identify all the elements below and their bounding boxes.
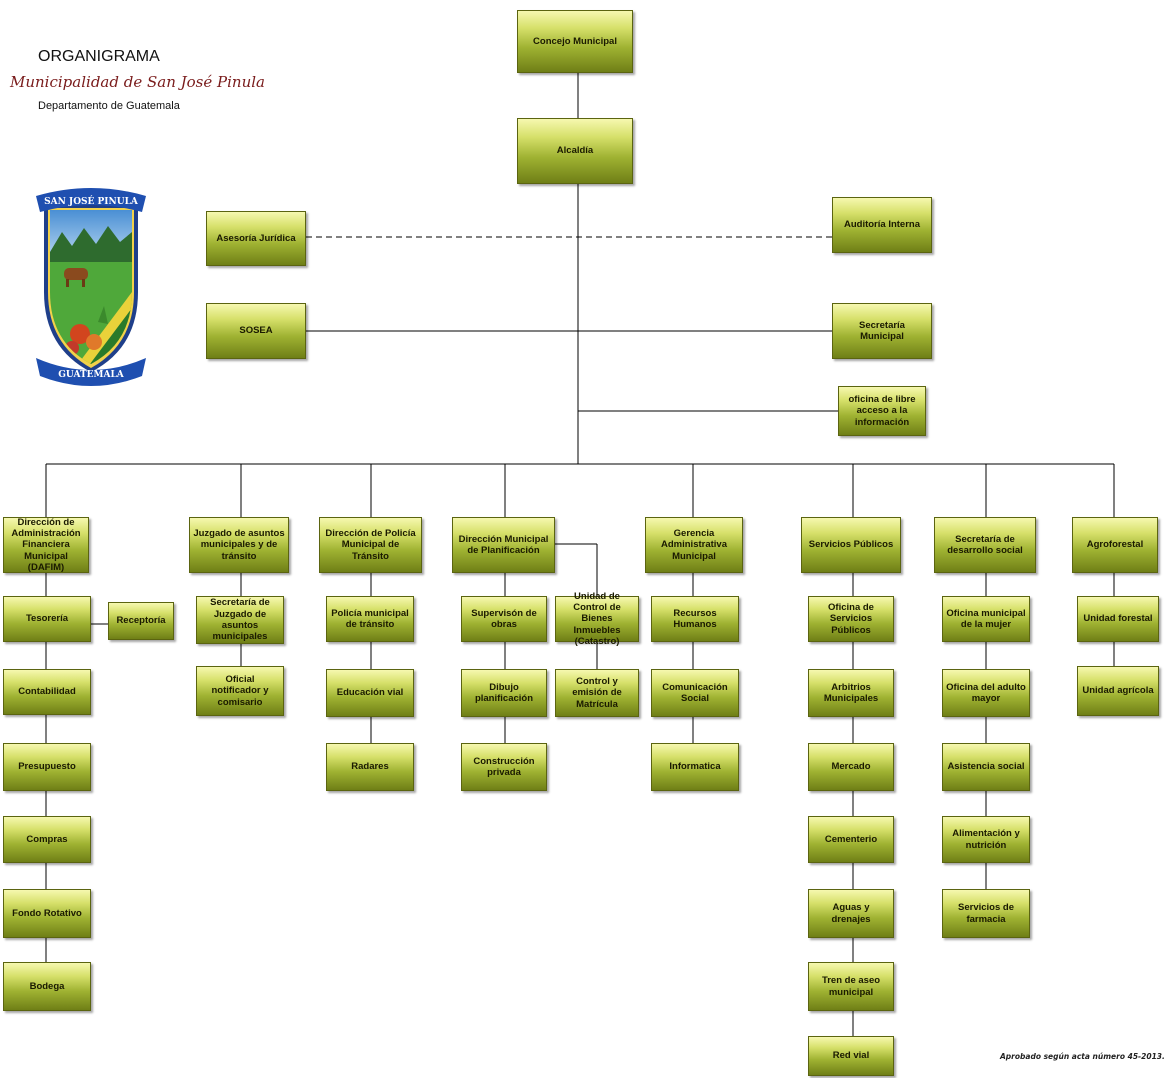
node-juzgado: Juzgado de asuntos municipales y de trán… [189,517,289,573]
node-adulto-mayor: Oficina del adulto mayor [942,669,1030,717]
node-fondo-rotativo: Fondo Rotativo [3,889,91,938]
node-asistencia-social: Asistencia social [942,743,1030,791]
node-dafim: Dirección de Administración Financiera M… [3,517,89,573]
node-mercado: Mercado [808,743,894,791]
node-concejo-municipal: Concejo Municipal [517,10,633,73]
node-catastro: Unidad de Control de Bienes Inmuebles (C… [555,591,639,647]
node-servicios-farmacia: Servicios de farmacia [942,889,1030,938]
node-presupuesto: Presupuesto [3,743,91,791]
node-servicios-publicos: Servicios Públicos [801,517,901,573]
approval-note: Aprobado según acta número 45-2013. [1000,1052,1165,1061]
node-asesoria-juridica: Asesoría Jurídica [206,211,306,266]
node-oficina-mujer: Oficina municipal de la mujer [942,596,1030,642]
node-supervision-obras: Supervisón de obras [461,596,547,642]
node-tren-aseo: Tren de aseo municipal [808,962,894,1011]
node-alimentacion-nutricion: Alimentación y nutrición [942,816,1030,863]
node-libre-acceso-informacion: oficina de libre acceso a la información [838,386,926,436]
node-agroforestal: Agroforestal [1072,517,1158,573]
node-compras: Compras [3,816,91,863]
node-unidad-agricola: Unidad agrícola [1077,666,1159,716]
node-direccion-planificacion: Dirección Municipal de Planificación [452,517,555,573]
node-sosea: SOSEA [206,303,306,359]
node-comunicacion-social: Comunicación Social [651,669,739,717]
node-aguas-drenajes: Aguas y drenajes [808,889,894,938]
municipal-crest-icon: SAN JOSÉ PINULA GUATEMALA [36,188,146,386]
node-dibujo-planificacion: Dibujo planificación [461,669,547,717]
crest-bottom-text: GUATEMALA [58,370,125,380]
node-tesoreria: Tesorería [3,596,91,642]
node-bodega: Bodega [3,962,91,1011]
node-auditoria-interna: Auditoría Interna [832,197,932,253]
node-oficina-servicios: Oficina de Servicios Públicos [808,596,894,642]
node-cementerio: Cementerio [808,816,894,863]
node-policia-municipal: Policía municipal de tránsito [326,596,414,642]
node-gerencia-administrativa: Gerencia Administrativa Municipal [645,517,743,573]
node-secretaria-juzgado: Secretaría de Juzgado de asuntos municip… [196,596,284,644]
node-direccion-policia: Dirección de Policía Municipal de Tránsi… [319,517,422,573]
node-radares: Radares [326,743,414,791]
node-receptoria: Receptoría [108,602,174,640]
node-recursos-humanos: Recursos Humanos [651,596,739,642]
node-arbitrios: Arbitrios Municipales [808,669,894,717]
node-contabilidad: Contabilidad [3,669,91,715]
crest-top-text: SAN JOSÉ PINULA [44,195,139,207]
chart-title: ORGANIGRAMA [38,48,160,65]
node-desarrollo-social: Secretaría de desarrollo social [934,517,1036,573]
department-name: Departamento de Guatemala [38,100,180,112]
node-oficial-notificador: Oficial notificador y comisario [196,666,284,716]
node-unidad-forestal: Unidad forestal [1077,596,1159,642]
node-educacion-vial: Educación vial [326,669,414,717]
municipality-name: Municipalidad de San José Pinula [10,73,265,91]
node-secretaria-municipal: Secretaría Municipal [832,303,932,359]
node-informatica: Informatica [651,743,739,791]
node-alcaldia: Alcaldía [517,118,633,184]
node-matricula: Control y emisión de Matrícula [555,669,639,717]
node-construccion-privada: Construcción privada [461,743,547,791]
node-red-vial: Red vial [808,1036,894,1076]
